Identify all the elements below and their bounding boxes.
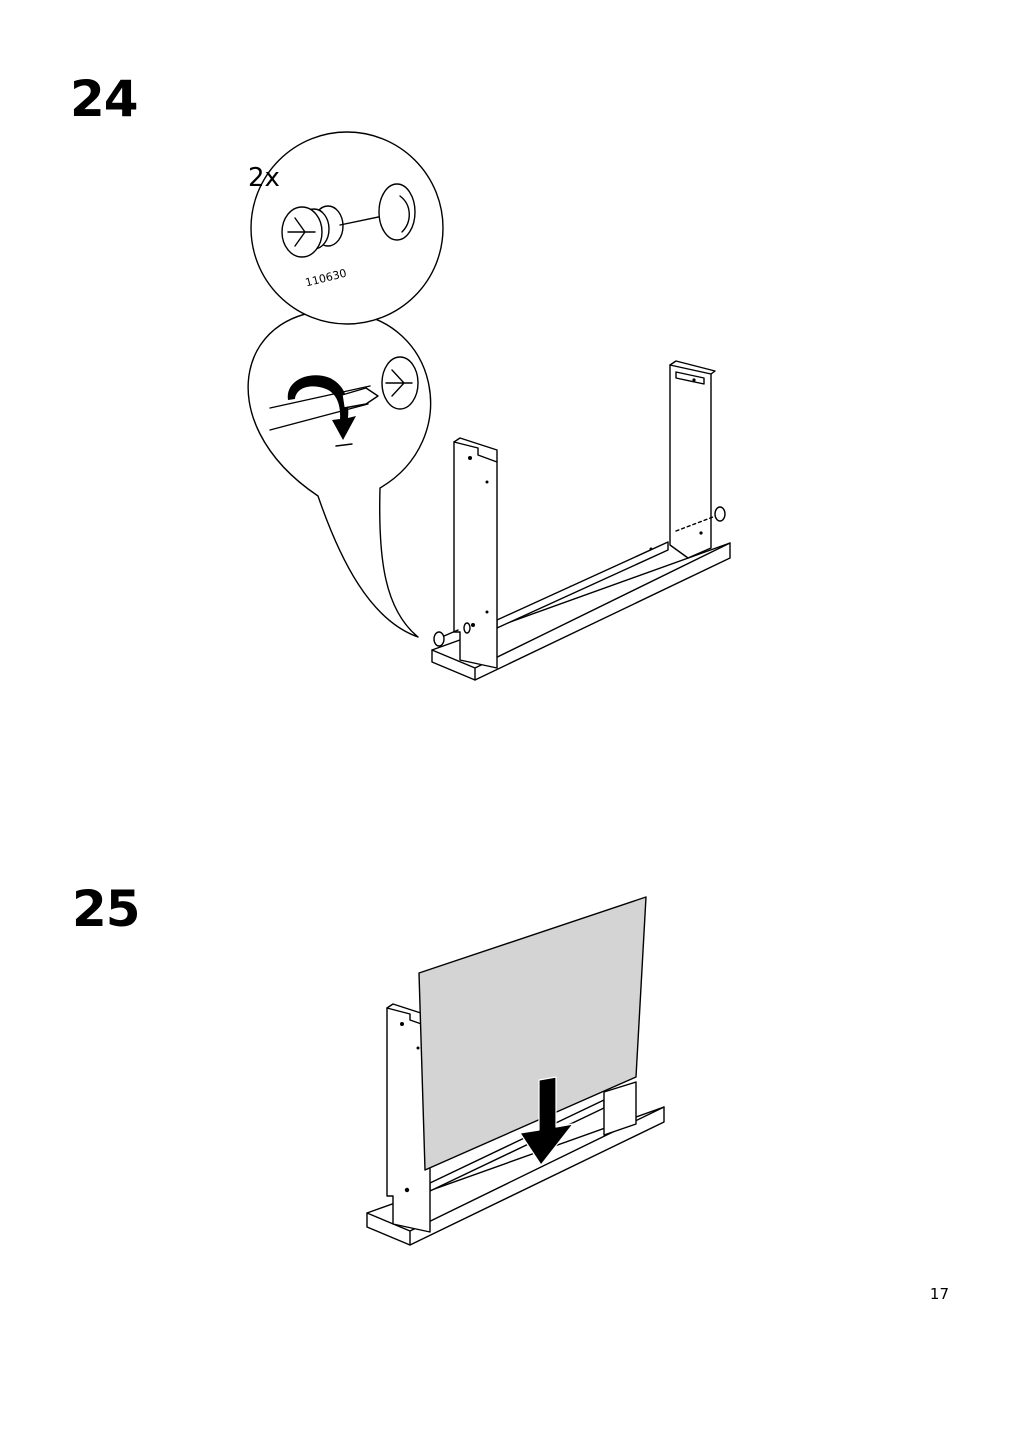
back-panel-board xyxy=(418,896,647,1171)
quantity-label: 2x xyxy=(248,163,280,193)
cam-lock-fitting-icon xyxy=(281,205,389,258)
cam-lock-fitting-right xyxy=(675,506,726,532)
page-number: 17 xyxy=(929,1285,949,1303)
detail-circle-part xyxy=(250,131,444,325)
insert-down-arrow-icon xyxy=(519,1076,574,1166)
base-board-frame xyxy=(431,542,731,681)
right-side-panel xyxy=(669,360,716,559)
drill-hole-icon xyxy=(378,183,416,241)
cam-lock-fitting-left xyxy=(433,622,471,647)
left-side-panel xyxy=(453,437,498,669)
step-24-number: 24 xyxy=(70,70,139,128)
step-25-number: 25 xyxy=(72,880,141,938)
right-side-panel-25 xyxy=(603,1081,637,1136)
clockwise-turn-arrow-icon xyxy=(269,375,371,447)
screwdriver-icon xyxy=(341,387,379,409)
cam-lock-face-icon xyxy=(381,356,419,410)
left-side-panel-25 xyxy=(386,1003,431,1233)
